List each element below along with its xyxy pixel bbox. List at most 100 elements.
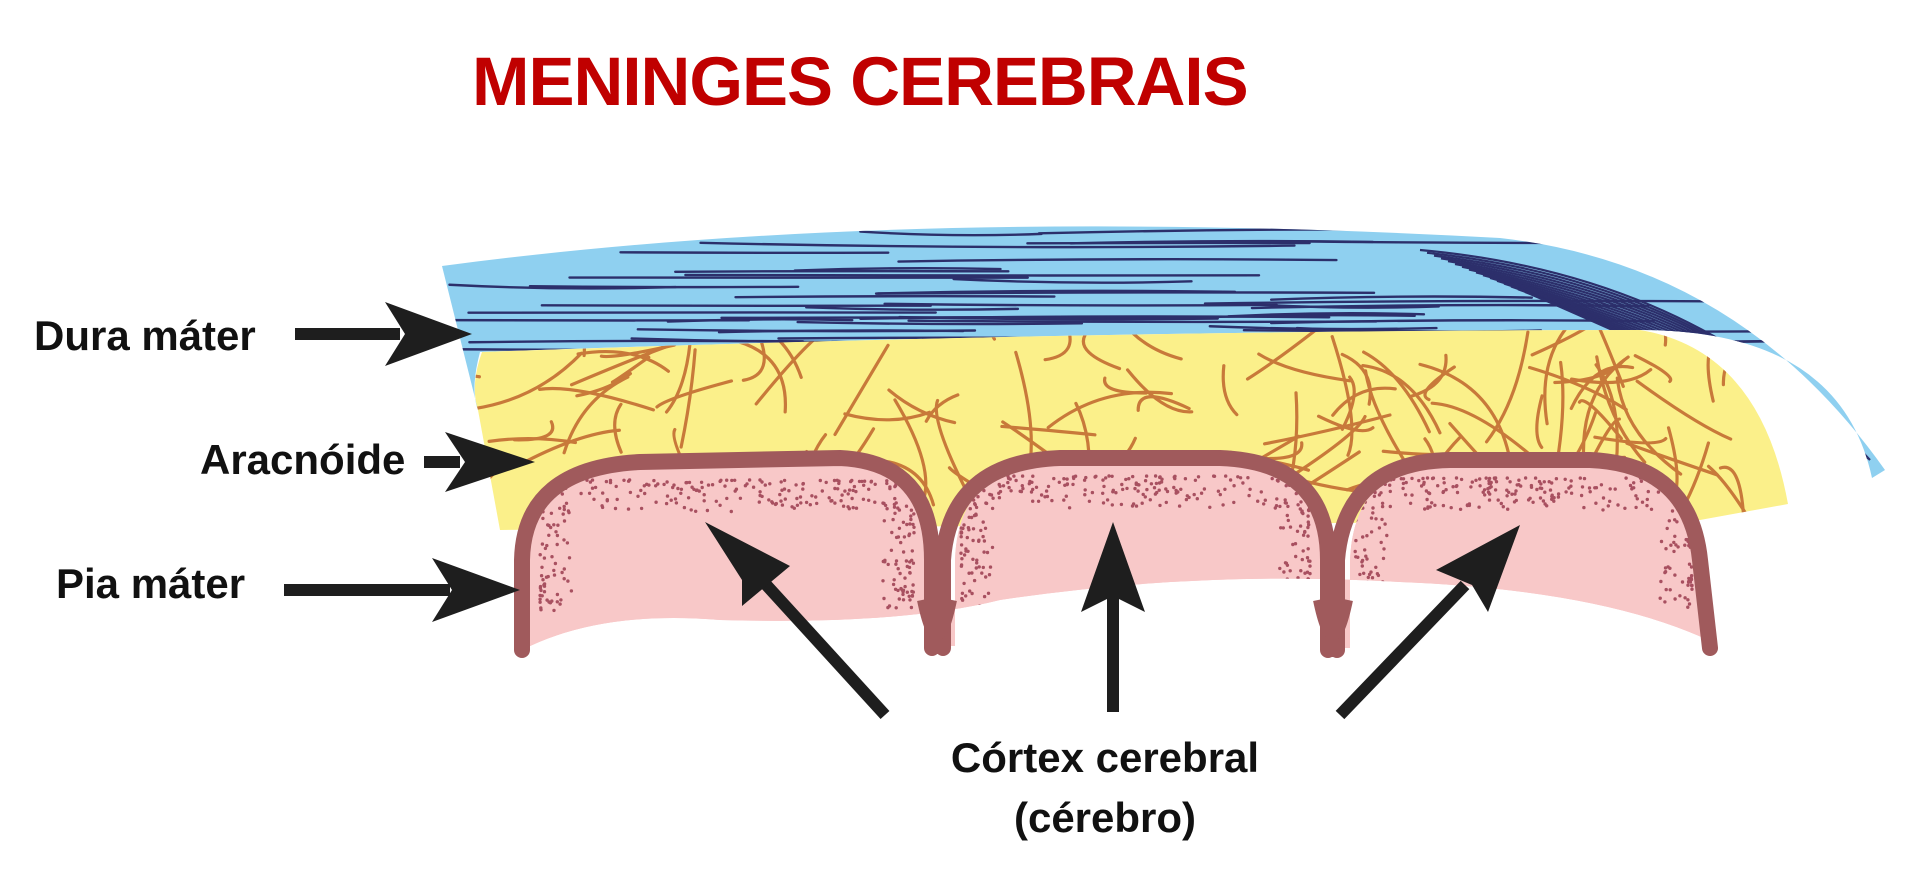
cortex-dot <box>1285 577 1290 581</box>
cortex-dot <box>1455 490 1460 495</box>
cortex-dot <box>1673 597 1677 601</box>
cortex-dot <box>1262 502 1266 506</box>
cortex-dot <box>888 485 892 489</box>
cortex-dot <box>843 489 847 493</box>
cortex-dot <box>904 559 909 563</box>
cortex-dot <box>1072 476 1076 481</box>
cortex-dot <box>1043 495 1047 499</box>
cortex-dot <box>801 487 805 491</box>
cortex-dot <box>883 558 887 562</box>
cortex-dot <box>1673 534 1677 538</box>
cortex-dot <box>801 481 805 486</box>
cortex-dot <box>1370 576 1375 580</box>
arachnoid-fiber <box>934 398 970 495</box>
cortex-dot <box>1410 493 1414 497</box>
cortex-dot <box>897 526 902 530</box>
cortex-dot <box>652 478 656 483</box>
cortex-dot <box>590 486 595 490</box>
cortex-dot <box>910 558 914 562</box>
cortex-dot <box>1624 476 1628 480</box>
cortex-dot <box>1469 485 1473 489</box>
cortex-dot <box>1374 517 1378 521</box>
arachnoid-fiber <box>1615 376 1683 476</box>
cortex-dot <box>854 506 859 510</box>
cortex-dot <box>885 507 889 511</box>
cortex-dot <box>1374 565 1378 569</box>
cortex-dot <box>982 539 987 543</box>
cortex-dot <box>1306 534 1310 538</box>
arachnoid-fiber <box>1423 365 1456 402</box>
cortex-dot <box>962 523 966 527</box>
cortex-dot <box>804 500 809 505</box>
cortex-dot <box>783 497 787 501</box>
cortex-dot <box>909 605 914 610</box>
arachnoid-fiber <box>1046 390 1174 430</box>
cortex-dot <box>1381 556 1386 561</box>
cortex-dot <box>890 530 894 535</box>
cortex-dot <box>1195 497 1200 501</box>
cortex-dot <box>700 485 704 490</box>
cortex-dot <box>905 522 909 527</box>
cortex-dot <box>1514 489 1518 493</box>
dura-fiber <box>1249 212 1550 215</box>
cortex-dot <box>1183 477 1188 481</box>
cortex-dot <box>1298 524 1303 528</box>
cortex-dot <box>1563 477 1567 481</box>
cortex-dot <box>719 478 723 482</box>
cortex-dot <box>1541 499 1546 503</box>
cortex-dot <box>902 535 907 539</box>
cortex-dot <box>1279 526 1283 530</box>
cortex-dot <box>1094 474 1098 478</box>
cortex-dot <box>1270 476 1274 481</box>
cortex-dot <box>1286 592 1291 596</box>
cortex-dot <box>889 548 894 552</box>
cortex-dot <box>1646 489 1651 494</box>
cortex-dot <box>1304 596 1309 601</box>
cortex-dot <box>1295 529 1300 533</box>
cortex-dot <box>1510 492 1514 496</box>
cortex-dot <box>962 553 967 557</box>
arachnoid-fiber <box>516 428 621 467</box>
cortex-dot <box>1307 559 1311 563</box>
cortex-dot <box>673 497 678 501</box>
cortex-dot <box>1302 579 1306 583</box>
cortex-dot <box>1690 583 1694 588</box>
cortex-dot <box>636 494 640 498</box>
cortex-dot <box>1358 585 1363 590</box>
cortex-dot <box>1232 500 1236 505</box>
dura-fiber <box>699 241 1296 249</box>
cortex-dot <box>967 571 971 575</box>
cortex-dot <box>1248 487 1252 491</box>
cortex-dot <box>1288 525 1293 529</box>
cortex-dot <box>1278 599 1282 604</box>
cortex-dot <box>965 535 969 540</box>
cortex-dot <box>1114 491 1118 495</box>
dura-fiber <box>528 285 800 289</box>
cortex-dot <box>1030 480 1034 484</box>
cortex-dot <box>837 481 841 486</box>
cortex-dot <box>1362 600 1367 605</box>
cortex-dot <box>1567 486 1571 490</box>
cortex-dot <box>542 582 547 586</box>
cortex-dot <box>983 526 988 530</box>
cortex-dot <box>1007 485 1011 490</box>
cortex-dot <box>972 578 977 583</box>
cortex-dot <box>1173 476 1177 481</box>
cortex-dot <box>1508 480 1512 484</box>
cortex-dot <box>1425 476 1430 480</box>
cortex-dot <box>1441 489 1446 494</box>
cortex-dot <box>1383 522 1387 526</box>
cortex-dot <box>1449 506 1453 510</box>
cortex-dot <box>729 509 733 514</box>
cortex-dot <box>867 498 871 502</box>
cortex-dot <box>562 538 566 542</box>
cortex-dot <box>718 503 722 507</box>
cortex-dot <box>579 491 583 496</box>
cortex-dot <box>1535 487 1539 492</box>
cortex-dot <box>1228 478 1233 482</box>
cortex-dot <box>1444 488 1448 492</box>
arachnoid-fiber <box>610 355 651 384</box>
cortex-dot <box>883 503 888 508</box>
dura-fiber <box>1227 311 1426 318</box>
cortex-dot <box>1506 507 1510 511</box>
